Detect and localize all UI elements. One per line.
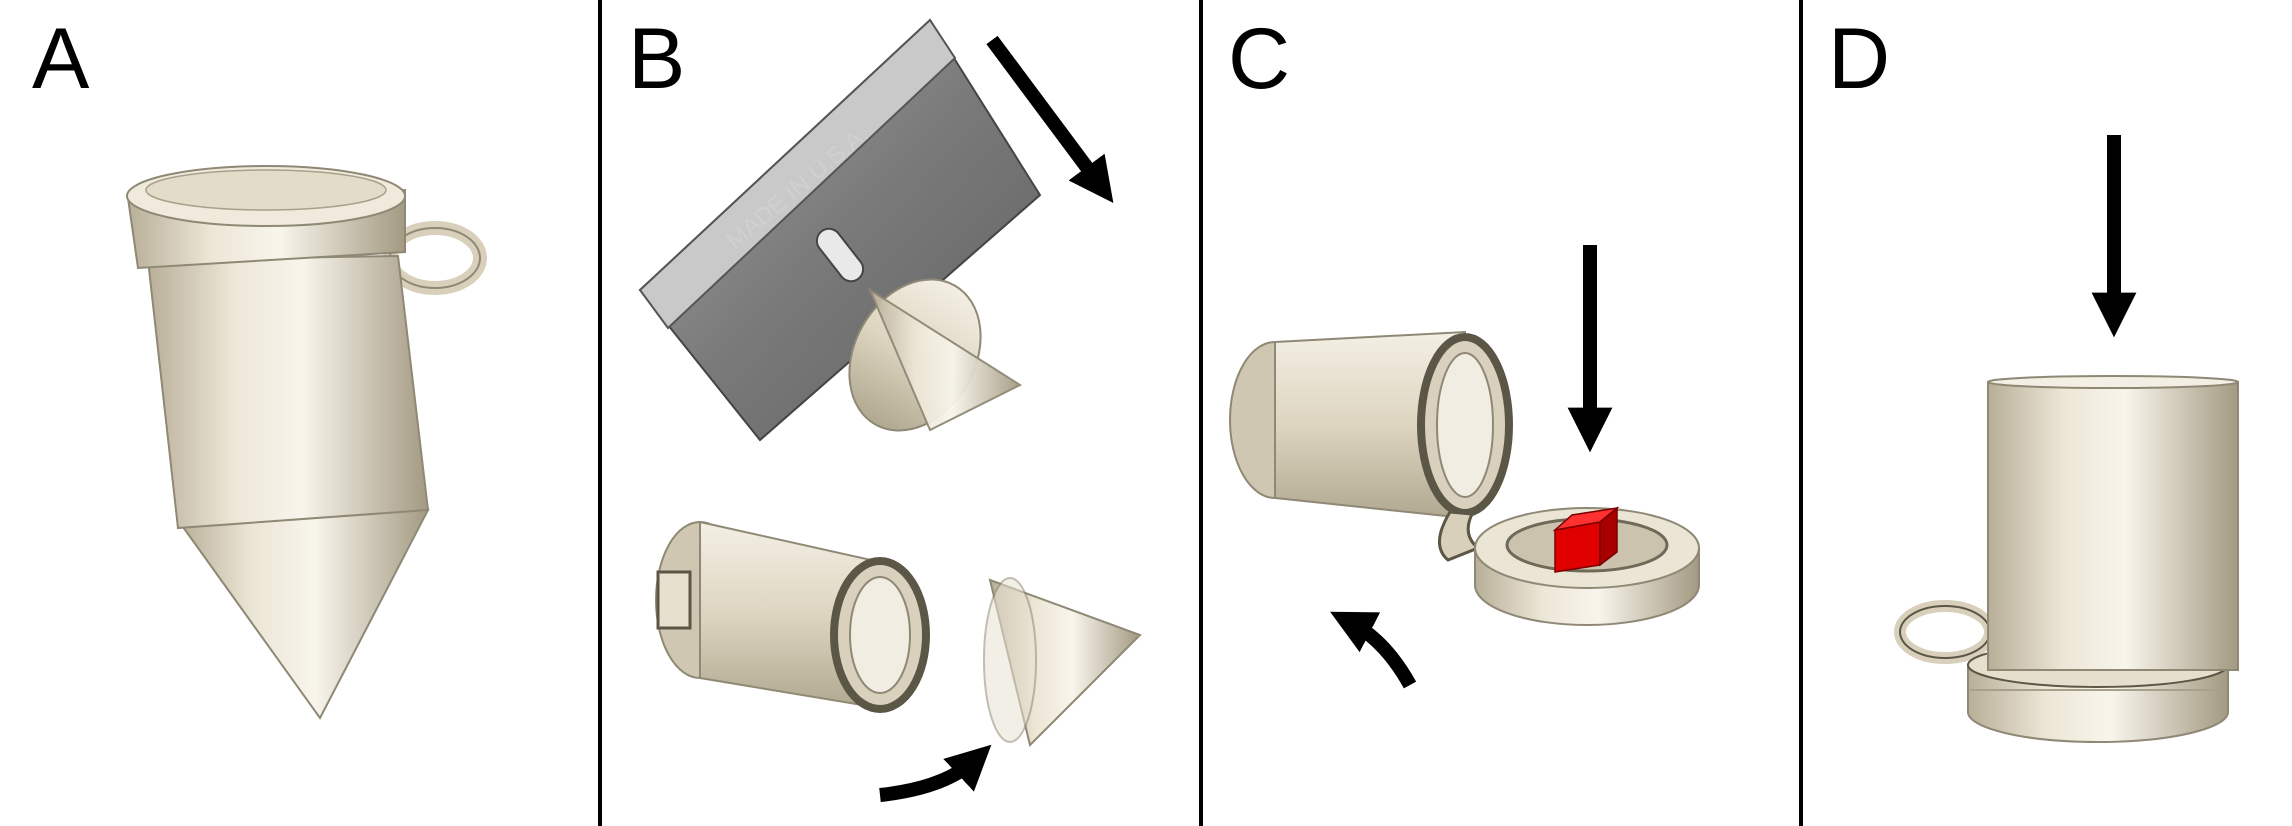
panel-label-d: D	[1828, 11, 1890, 107]
tube-tip-icon	[848, 278, 1023, 432]
cone-tip-icon	[983, 577, 1142, 747]
tissue-sample-icon	[1552, 506, 1620, 573]
curved-arrow-icon	[1330, 611, 1417, 689]
microcentrifuge-tube-icon	[1894, 375, 2239, 743]
curved-arrow-icon	[879, 744, 992, 802]
panel-label-b: B	[628, 11, 685, 107]
panel-label-c: C	[1228, 11, 1290, 107]
microcentrifuge-tube-icon	[126, 165, 487, 720]
down-arrow-icon	[986, 35, 1114, 203]
tube-body-icon	[1229, 330, 1513, 562]
razor-blade-icon: MADE IN U.S.A.	[638, 18, 1042, 442]
panel-label-a: A	[32, 11, 90, 107]
tube-body-icon	[655, 520, 930, 713]
